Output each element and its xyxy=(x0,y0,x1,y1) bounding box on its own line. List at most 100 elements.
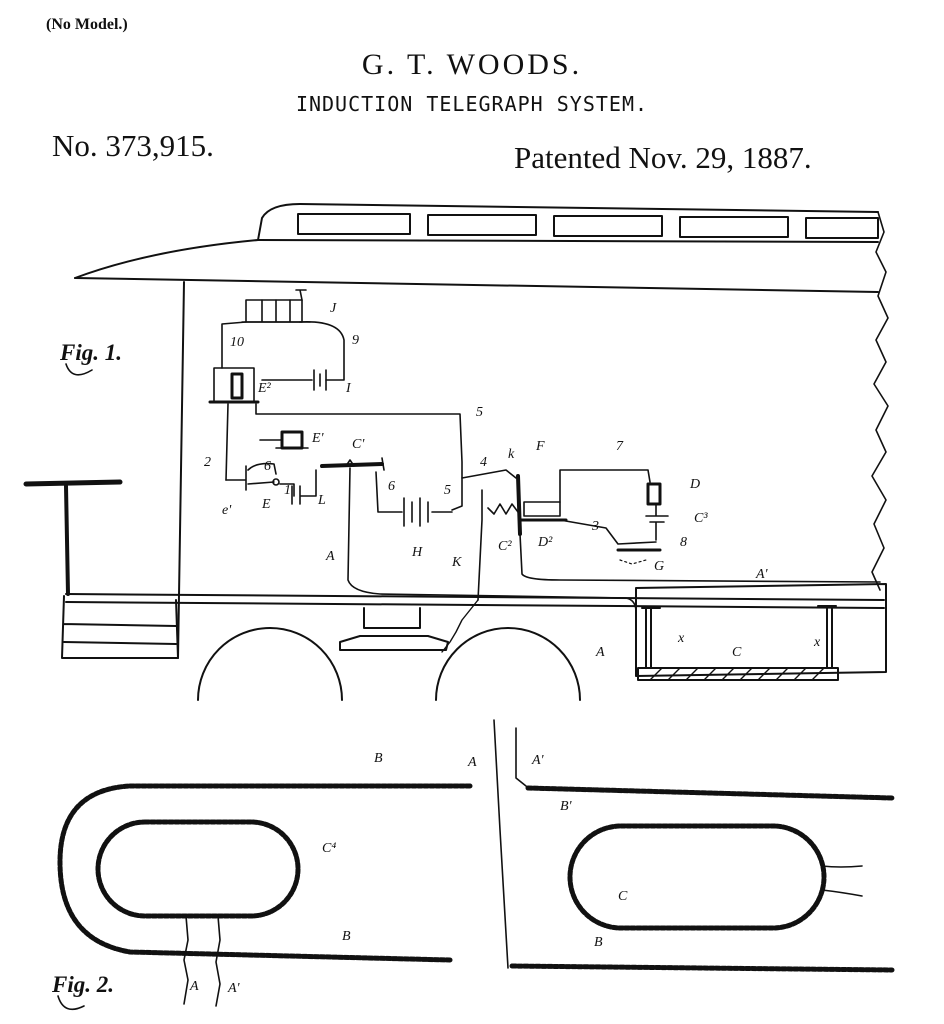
fig2-label: Fig. 2. xyxy=(51,972,114,997)
key-c1 xyxy=(320,462,384,468)
line-a1-vertical xyxy=(515,727,527,787)
wheel-left xyxy=(197,627,343,701)
roof-curve xyxy=(74,239,259,279)
conductor-b1 xyxy=(525,785,895,801)
label-k: k xyxy=(508,447,515,462)
label-A: A xyxy=(325,549,335,564)
label-E1: E' xyxy=(311,431,325,446)
coil-hatching xyxy=(649,667,825,681)
label-L: L xyxy=(317,493,326,508)
ground-wire xyxy=(441,599,479,653)
key-c1-post xyxy=(345,457,385,471)
no-model-note: (No Model.) xyxy=(46,16,128,33)
clerestory-outline xyxy=(257,203,879,241)
oval-c-leads xyxy=(821,865,863,897)
brake-wheel xyxy=(23,479,123,487)
label-10: 10 xyxy=(230,335,244,350)
lead-a xyxy=(183,915,189,1005)
induction-coil-c xyxy=(637,667,839,681)
car-steps xyxy=(61,595,179,659)
label-6a: 6 xyxy=(264,459,271,474)
relay-j-detail xyxy=(241,289,311,323)
truck-bolster xyxy=(363,607,421,629)
magnet-d xyxy=(646,482,662,506)
battery-c3 xyxy=(645,503,669,541)
label-F: F xyxy=(535,439,545,454)
label-3: 3 xyxy=(591,519,599,534)
label-J: J xyxy=(330,301,337,316)
clerestory-window xyxy=(679,216,789,238)
line-wire-a xyxy=(347,467,637,677)
label-9: 9 xyxy=(352,333,359,348)
receiver-e1-base xyxy=(259,439,309,449)
fig2-flourish xyxy=(57,995,85,1011)
label-A-lead: A xyxy=(189,979,199,994)
label-C3: C³ xyxy=(694,511,708,526)
relay-j xyxy=(245,299,303,323)
reference-labels: Fig. 1. Fig. 2. J 9 10 E² I 5 E' C' 2 6 … xyxy=(51,301,821,1011)
label-8: 8 xyxy=(680,535,687,550)
conductor-b-loop xyxy=(57,783,473,963)
label-B-bottom: B xyxy=(342,929,351,944)
inventor-name: G. T. WOODS. xyxy=(361,48,583,81)
fig1-circuit xyxy=(208,289,881,677)
label-D: D xyxy=(689,477,700,492)
patent-date: Patented Nov. 29, 1887. xyxy=(514,140,812,175)
sounder-e2-magnet xyxy=(230,372,244,400)
label-e1: e' xyxy=(222,503,232,518)
label-C-oval: C xyxy=(618,889,628,904)
wire-7 xyxy=(559,469,651,503)
brake-staff xyxy=(64,484,70,596)
fig1-label: Fig. 1. xyxy=(59,340,122,365)
label-B-top: B xyxy=(374,751,383,766)
label-7: 7 xyxy=(616,439,624,454)
label-C2: C² xyxy=(498,539,512,554)
receiver-e1 xyxy=(280,430,304,450)
car-end-wall xyxy=(177,281,185,659)
line-wire-a1 xyxy=(519,533,881,583)
fig1-car xyxy=(23,203,889,701)
wheel-right xyxy=(435,627,581,701)
wire-2 xyxy=(225,403,229,481)
label-A1: A' xyxy=(755,567,769,582)
wire-9 xyxy=(299,321,345,381)
condenser-l xyxy=(279,469,317,505)
clerestory-window xyxy=(805,217,879,239)
roof-eave xyxy=(74,277,879,293)
wire-10 xyxy=(221,321,247,369)
conductor-b-right xyxy=(509,963,895,973)
label-1: 1 xyxy=(284,483,291,498)
hanger-left xyxy=(641,607,661,669)
battery-h xyxy=(375,471,453,527)
fig2-conductors xyxy=(57,719,895,1007)
label-x1: x xyxy=(677,631,685,646)
conductor-c xyxy=(567,823,827,931)
label-x2: x xyxy=(813,635,821,650)
label-K: K xyxy=(451,555,462,570)
label-B-right: B xyxy=(594,935,603,950)
label-E2: E² xyxy=(257,381,272,396)
label-2: 2 xyxy=(204,455,211,470)
torn-edge xyxy=(871,211,889,591)
key-e xyxy=(225,462,277,491)
wire-3-8 xyxy=(559,519,657,545)
label-4: 4 xyxy=(480,455,487,470)
label-C1: C' xyxy=(352,437,365,452)
label-6b: 6 xyxy=(388,479,395,494)
clerestory-window xyxy=(427,214,537,236)
label-A4: A' xyxy=(531,753,545,768)
key-e-contact xyxy=(272,478,280,486)
label-A3: A xyxy=(467,755,477,770)
wire-k xyxy=(477,489,483,601)
wire-5 xyxy=(255,403,463,511)
label-C4: C⁴ xyxy=(322,841,336,856)
patent-title: INDUCTION TELEGRAPH SYSTEM. xyxy=(295,92,649,116)
wire-4 xyxy=(461,469,517,479)
label-G: G xyxy=(654,559,664,574)
truck-frame xyxy=(339,635,449,651)
conductor-c4 xyxy=(95,819,301,919)
label-B1: B' xyxy=(560,799,573,814)
lever-k xyxy=(516,474,522,536)
